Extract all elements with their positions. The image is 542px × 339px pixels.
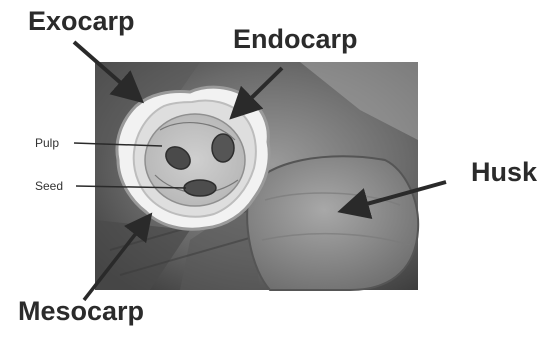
seed-label: Seed [35,179,63,193]
seed-shape [184,180,216,196]
husk-shape [247,156,418,290]
mesocarp-label: Mesocarp [18,296,144,327]
seed-shape [212,134,234,162]
endocarp-label: Endocarp [233,24,358,55]
exocarp-label: Exocarp [28,6,135,37]
husk-label: Husk [471,157,537,188]
pulp-label: Pulp [35,136,59,150]
